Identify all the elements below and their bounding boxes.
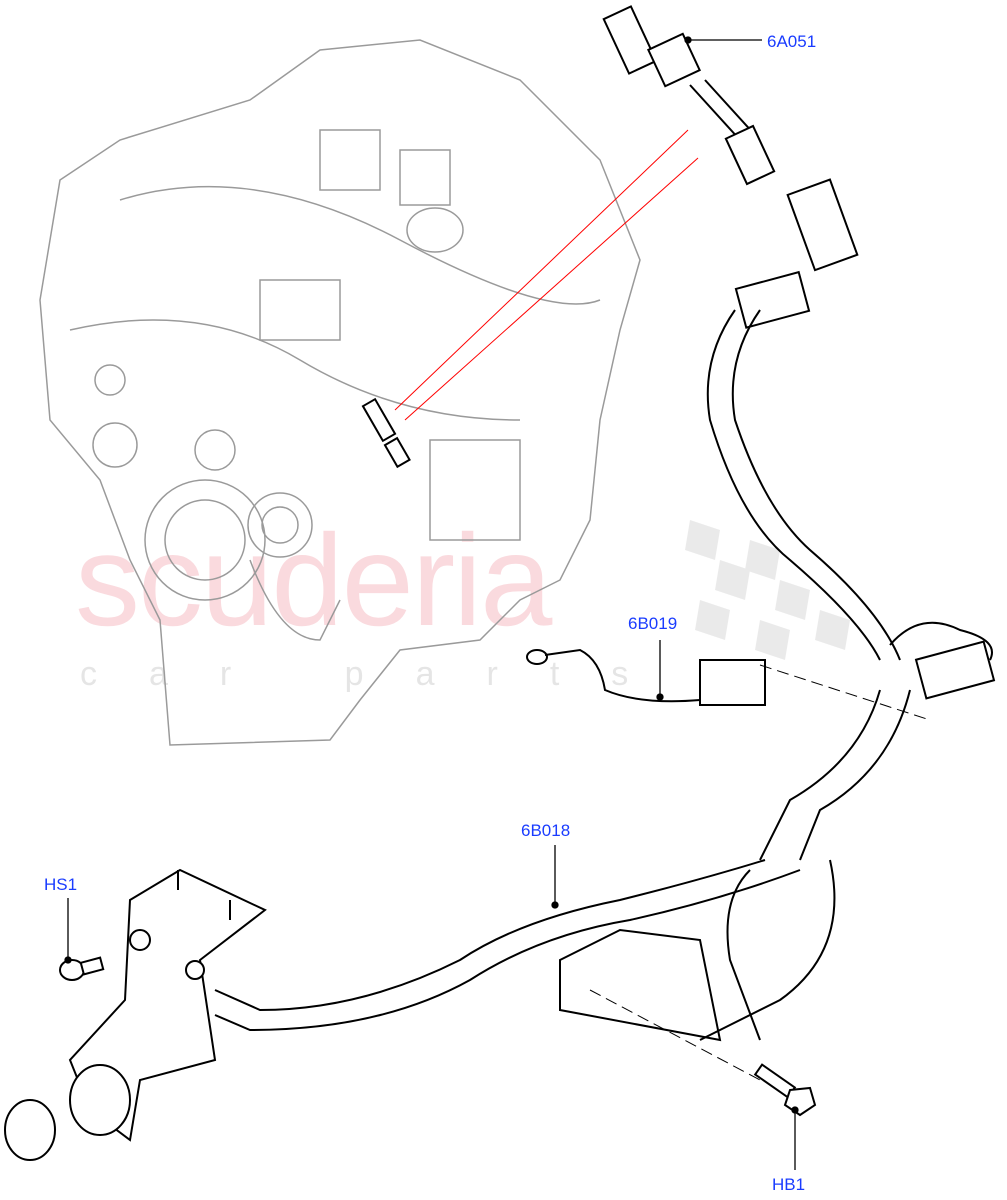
bracket-assembly — [4, 868, 267, 1161]
bolt-HS1 — [59, 956, 105, 981]
bolt-HB1 — [753, 1063, 817, 1117]
assembly-dashed-lines — [589, 664, 931, 1081]
watermark-sub: car parts — [80, 655, 681, 693]
engine-sensor — [361, 397, 411, 469]
checkered-flag-watermark — [685, 520, 850, 660]
sensor-6A051 — [602, 5, 859, 329]
part-label-6A051[interactable]: 6A051 — [767, 32, 817, 51]
callout-lines — [394, 129, 699, 421]
wiring-harness — [214, 309, 911, 1042]
part-label-6B019[interactable]: 6B019 — [628, 614, 678, 633]
part-label-HB1[interactable]: HB1 — [772, 1175, 806, 1194]
part-label-6B018[interactable]: 6B018 — [521, 821, 571, 840]
watermark-brand: scuderia — [75, 507, 552, 653]
sensor-6B019 — [526, 621, 996, 706]
leader-lines — [64, 36, 799, 1170]
part-label-HS1[interactable]: HS1 — [44, 875, 78, 894]
engine-illustration — [39, 39, 641, 746]
